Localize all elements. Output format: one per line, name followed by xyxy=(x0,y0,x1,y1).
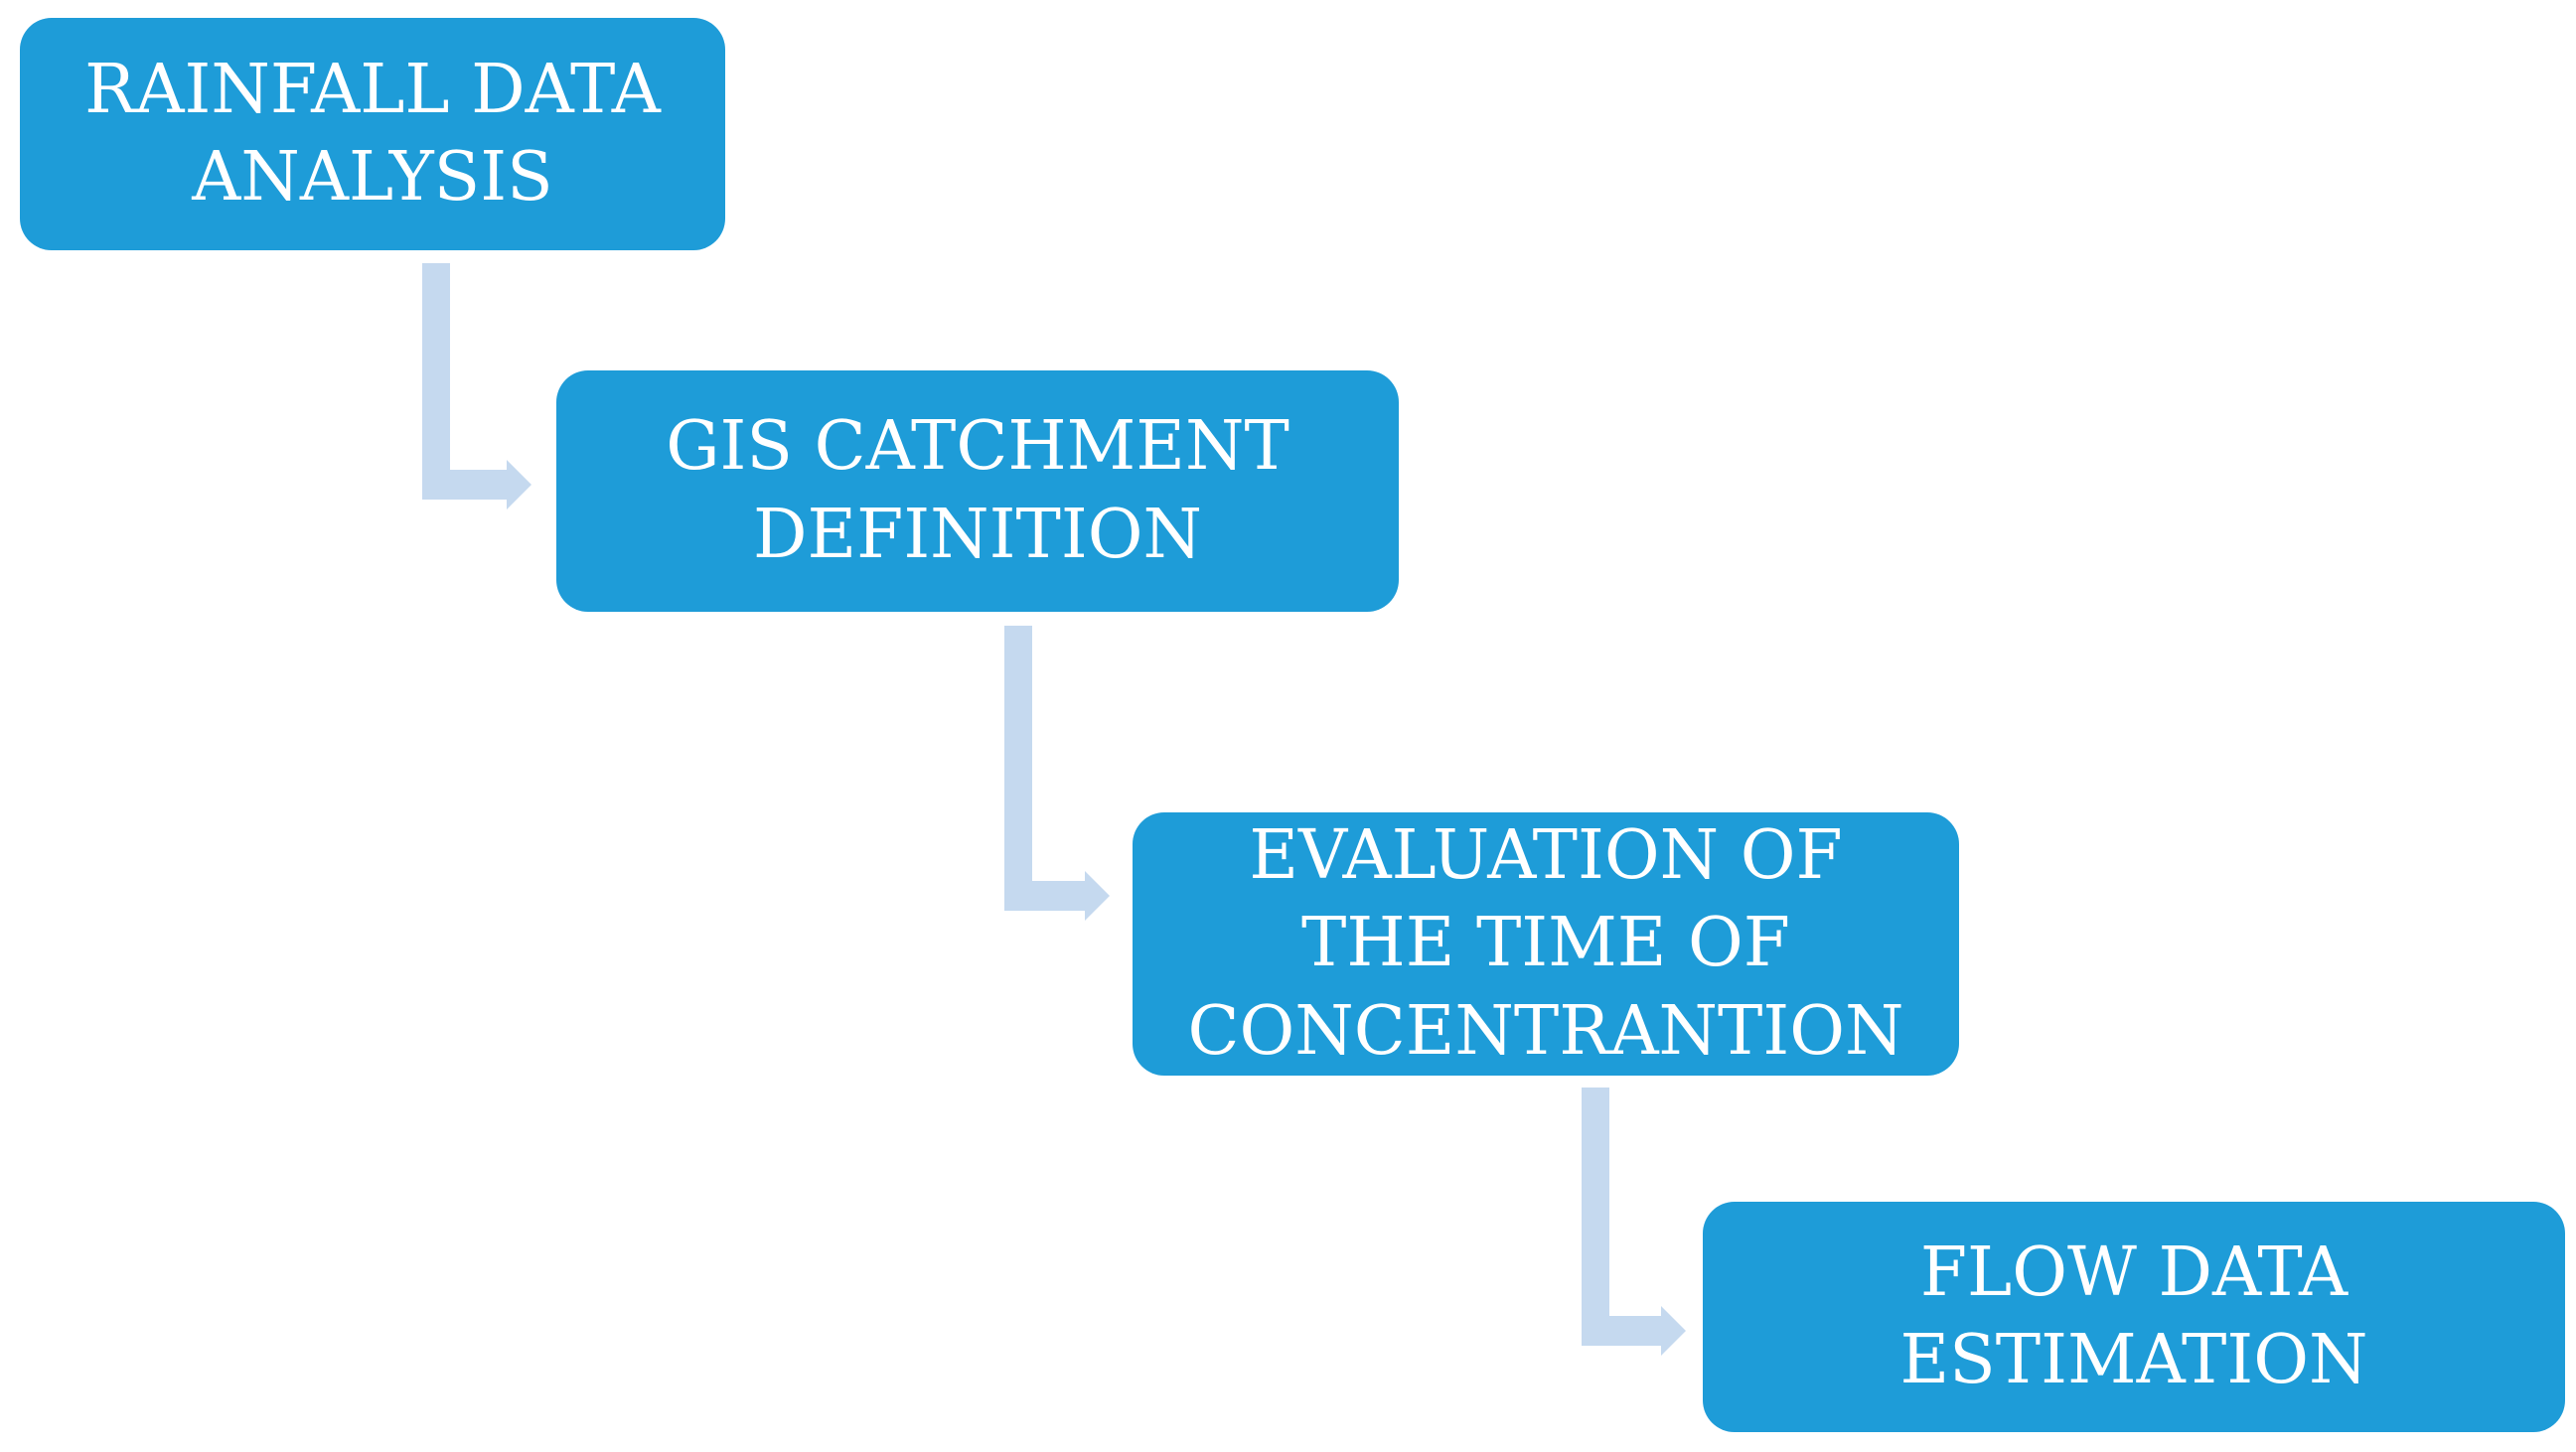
step-box-gis-catchment-definition: GIS CATCHMENT DEFINITION xyxy=(556,370,1399,612)
step-3-line-2: THE TIME OF xyxy=(1301,904,1790,983)
connector-arrow-3-4 xyxy=(1582,1088,1686,1356)
step-3-line-1: EVALUATION OF xyxy=(1249,815,1843,895)
step-4-line-2: ESTIMATION xyxy=(1899,1321,2368,1399)
step-3-line-3: CONCENTRANTION xyxy=(1187,991,1904,1071)
step-2-line-2: DEFINITION xyxy=(752,495,1203,574)
step-2-line-1: GIS CATCHMENT xyxy=(666,407,1289,487)
connector-arrow-1-2 xyxy=(422,263,531,509)
step-1-line-2: ANALYSIS xyxy=(192,138,553,217)
step-box-flow-data-estimation: FLOW DATA ESTIMATION xyxy=(1703,1202,2565,1432)
step-box-rainfall-data-analysis: RAINFALL DATA ANALYSIS xyxy=(20,18,725,250)
step-box-evaluation-time-of-concentration: EVALUATION OF THE TIME OF CONCENTRANTION xyxy=(1133,812,1959,1076)
step-4-line-1: FLOW DATA xyxy=(1919,1233,2349,1312)
connector-arrow-2-3 xyxy=(1004,626,1110,921)
step-1-line-1: RAINFALL DATA xyxy=(84,50,661,129)
